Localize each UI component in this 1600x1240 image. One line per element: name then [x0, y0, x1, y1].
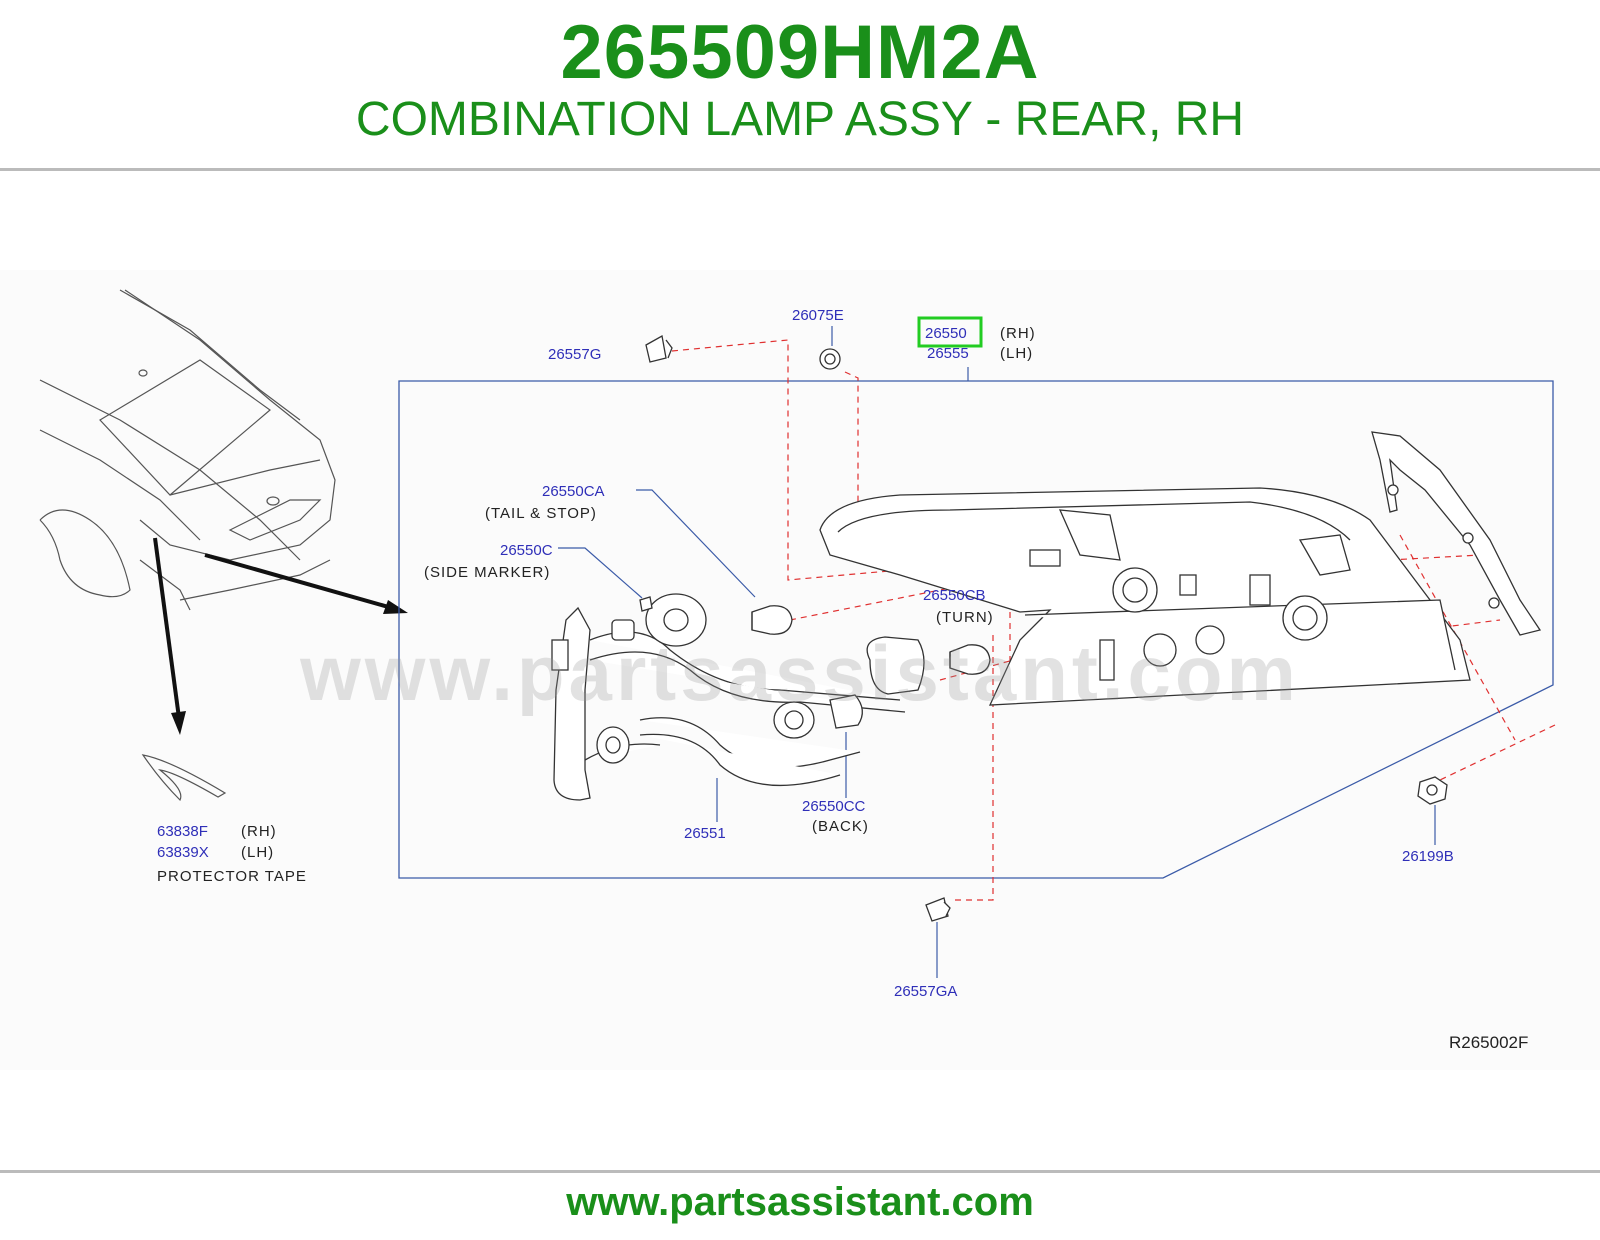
car-rear-outline: [39, 289, 336, 611]
part-description: COMBINATION LAMP ASSY - REAR, RH: [355, 93, 1245, 146]
watermark-text: www.partsassistant.com: [300, 629, 1300, 717]
side-rh-63838F: (RH): [241, 823, 277, 840]
header: 265509HM2A COMBINATION LAMP ASSY - REAR,…: [0, 0, 1600, 170]
bulbs: [639, 596, 991, 675]
clips-and-nuts: [645, 334, 1448, 922]
label-26075E[interactable]: 26075E: [792, 307, 844, 324]
note-tail-stop: (TAIL & STOP): [485, 505, 597, 522]
part-number-title: 265509HM2A: [560, 10, 1040, 95]
label-26550C[interactable]: 26550C: [500, 542, 553, 559]
harness-26551: [551, 593, 925, 801]
label-63839X[interactable]: 63839X: [157, 844, 209, 861]
note-protector-tape: PROTECTOR TAPE: [157, 868, 307, 885]
label-26550[interactable]: 26550: [925, 325, 967, 342]
label-26550CC[interactable]: 26550CC: [802, 798, 866, 815]
assembly-frame: [398, 380, 1554, 879]
side-lh-63839X: (LH): [241, 844, 274, 861]
label-26557GA[interactable]: 26557GA: [894, 983, 957, 1000]
pointer-arrows: [153, 537, 408, 735]
footer-divider: [0, 1170, 1600, 1173]
leader-26550C: [558, 547, 643, 599]
note-side-marker: (SIDE MARKER): [424, 564, 550, 581]
side-lh-26555: (LH): [1000, 345, 1033, 362]
parts-diagram: 26075E 26550 (RH) 26555 (LH) 26557G 2655…: [0, 270, 1600, 1070]
header-divider: [0, 168, 1600, 171]
figure-code: R265002F: [1449, 1033, 1528, 1052]
lamp-finisher: [1371, 431, 1542, 636]
note-back: (BACK): [812, 818, 869, 835]
label-26550CB[interactable]: 26550CB: [923, 587, 986, 604]
diagram-drawing: 26075E 26550 (RH) 26555 (LH) 26557G 2655…: [39, 289, 1556, 1052]
footer-link[interactable]: www.partsassistant.com: [566, 1180, 1034, 1224]
label-63838F[interactable]: 63838F: [157, 823, 208, 840]
side-rh-26550: (RH): [1000, 325, 1036, 342]
label-26557G[interactable]: 26557G: [548, 346, 601, 363]
note-turn: (TURN): [936, 609, 994, 626]
lamp-housing: [819, 487, 1471, 706]
highlight-box: [917, 316, 983, 348]
label-26550CA[interactable]: 26550CA: [542, 483, 605, 500]
label-26199B[interactable]: 26199B: [1402, 848, 1454, 865]
label-26551[interactable]: 26551: [684, 825, 726, 842]
leader-26550CA: [636, 489, 756, 598]
protector-tape-shape: [141, 754, 227, 802]
label-26555[interactable]: 26555: [927, 345, 969, 362]
